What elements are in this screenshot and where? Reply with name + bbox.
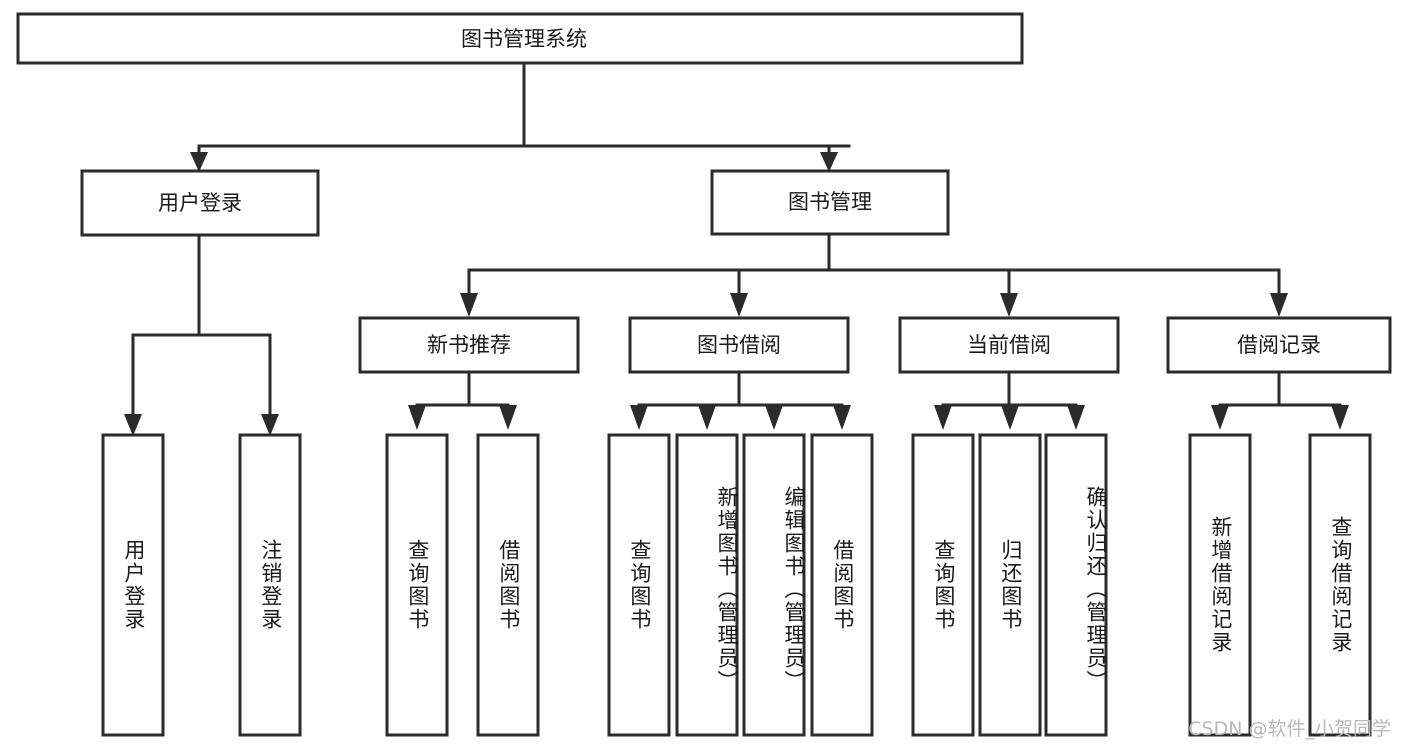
connector-current-borrow-to-leaves [934, 370, 1085, 430]
connector-book-management-to-level3 [460, 231, 1288, 317]
node-new-book-recommend-label: 新书推荐 [427, 333, 511, 357]
arrow-to-book-management [820, 152, 838, 172]
node-book-management-label: 图书管理 [788, 190, 872, 214]
node-book-management[interactable]: 图书管理 [710, 169, 950, 236]
node-current-borrow[interactable]: 当前借阅 [898, 316, 1120, 374]
connector-root-to-level2 [190, 61, 851, 172]
leaf-box-new-book-borrow[interactable] [476, 433, 540, 737]
csdn-watermark: CSDN @软件_小贺同学 [1188, 718, 1391, 740]
leaf-box-new-book-query[interactable] [385, 433, 449, 737]
leaf-box-current-return[interactable] [978, 433, 1042, 737]
leaf-box-borrow-edit-admin[interactable] [742, 433, 806, 737]
leaf-box-borrow-borrow[interactable] [810, 433, 874, 737]
node-new-book-recommend[interactable]: 新书推荐 [358, 316, 580, 374]
leaf-box-borrow-add-admin[interactable] [675, 433, 739, 737]
node-borrow-record[interactable]: 借阅记录 [1166, 316, 1392, 374]
leaf-box-user-login-login[interactable] [101, 433, 165, 737]
connector-user-login-to-leaves [124, 233, 279, 436]
arrow-to-user-login [190, 152, 208, 172]
node-book-borrow-label: 图书借阅 [697, 333, 781, 357]
connector-book-borrow-to-leaves [630, 370, 851, 430]
leaf-box-record-query[interactable] [1308, 433, 1372, 737]
leaf-box-user-login-logout[interactable] [238, 433, 302, 737]
leaf-box-borrow-query[interactable] [607, 433, 671, 737]
node-book-borrow[interactable]: 图书借阅 [628, 316, 850, 374]
leaf-box-current-confirm-return-admin[interactable] [1044, 433, 1108, 737]
node-current-borrow-label: 当前借阅 [967, 333, 1051, 357]
connector-borrow-record-to-leaves [1211, 370, 1349, 430]
leaf-box-record-add[interactable] [1188, 433, 1252, 737]
node-user-login-label: 用户登录 [158, 191, 242, 215]
node-user-login[interactable]: 用户登录 [80, 169, 320, 237]
leaf-box-current-query[interactable] [911, 433, 975, 737]
connector-new-book-to-leaves [408, 370, 517, 430]
node-root-label: 图书管理系统 [461, 27, 587, 51]
node-borrow-record-label: 借阅记录 [1237, 333, 1321, 357]
node-root-book-management-system[interactable]: 图书管理系统 [16, 12, 1024, 65]
